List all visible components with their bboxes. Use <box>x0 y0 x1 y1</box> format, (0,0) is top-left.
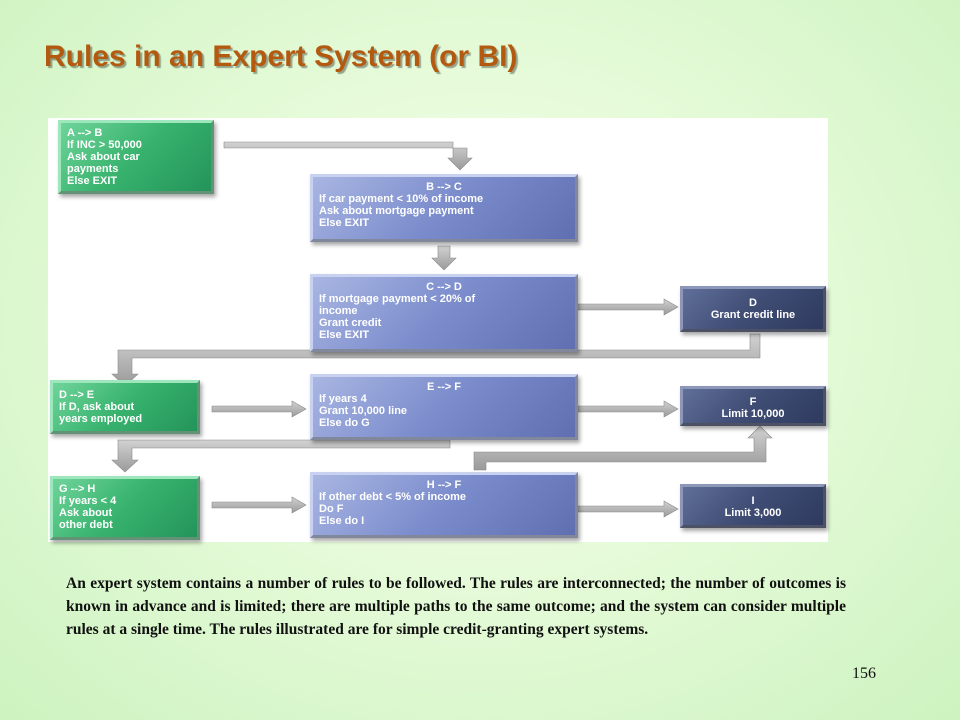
rule-text: E --> F <box>427 381 461 393</box>
rule-text: D --> E <box>59 389 95 401</box>
rule-text: If INC > 50,000 <box>67 139 142 151</box>
rule-text: Else EXIT <box>319 217 370 229</box>
rules-flow-diagram: A --> B If INC > 50,000 Ask about car pa… <box>48 118 828 542</box>
outcome-text: F <box>749 396 757 408</box>
rule-g-to-h-box: G --> H If years < 4 Ask about other deb… <box>50 476 200 540</box>
arrow-hf-to-f <box>473 425 773 471</box>
arrow-b-to-c <box>431 245 457 271</box>
outcome-f-box: F Limit 10,000 <box>680 386 826 426</box>
rule-text: If D, ask about <box>59 401 135 413</box>
arrow-ef-to-f <box>577 400 679 418</box>
rule-d-to-e-box: D --> E If D, ask about years employed <box>50 380 200 434</box>
outcome-text: D <box>749 297 757 309</box>
rule-text: payments <box>67 163 119 175</box>
outcome-i-box: I Limit 3,000 <box>680 484 826 528</box>
arrow-c-to-d <box>577 298 679 316</box>
rule-h-to-f-box: H --> F If other debt < 5% of income Do … <box>310 472 578 538</box>
rule-text: income <box>319 305 358 317</box>
arrow-gh-to-hf <box>211 496 307 514</box>
rule-text: H --> F <box>426 479 462 491</box>
rule-text: Else EXIT <box>67 175 118 187</box>
rule-text: years employed <box>59 413 143 425</box>
rule-e-to-f-box: E --> F If years 4 Grant 10,000 line Els… <box>310 374 578 440</box>
outcome-text: I <box>751 495 755 507</box>
rule-text: Else EXIT <box>319 329 370 341</box>
rule-text: Else do I <box>319 515 365 527</box>
rule-text: If mortgage payment < 20% of <box>319 293 476 305</box>
rule-text: Grant credit <box>319 317 382 329</box>
rule-text: If years 4 <box>319 393 367 405</box>
arrow-a-to-b <box>223 141 473 171</box>
rule-text: Ask about mortgage payment <box>319 205 474 217</box>
outcome-text: Limit 3,000 <box>724 507 782 519</box>
rule-text: G --> H <box>59 483 96 495</box>
rule-text: Else do G <box>319 417 370 429</box>
rule-c-to-d-box: C --> D If mortgage payment < 20% of inc… <box>310 274 578 352</box>
rule-text: Ask about car <box>67 151 140 163</box>
arrow-hf-to-i <box>577 500 679 518</box>
rule-text: If other debt < 5% of income <box>319 491 466 503</box>
rule-text: If car payment < 10% of income <box>319 193 484 205</box>
page-number: 156 <box>852 665 876 682</box>
rule-text: Do F <box>319 503 344 515</box>
rule-a-to-b-box: A --> B If INC > 50,000 Ask about car pa… <box>58 120 214 194</box>
rule-text: Grant 10,000 line <box>319 405 408 417</box>
arrow-de-to-ef <box>211 400 307 418</box>
diagram-caption: An expert system contains a number of ru… <box>66 575 846 638</box>
slide-title: Rules in an Expert System (or BI) <box>44 40 518 73</box>
rule-b-to-c-box: B --> C If car payment < 10% of income A… <box>310 174 578 242</box>
rule-text: A --> B <box>67 127 103 139</box>
rule-text: Ask about <box>59 507 113 519</box>
rule-text: B --> C <box>426 181 462 193</box>
rule-text: C --> D <box>426 281 462 293</box>
outcome-text: Grant credit line <box>710 309 796 321</box>
outcome-text: Limit 10,000 <box>721 408 785 420</box>
rule-text: other debt <box>59 519 113 531</box>
rule-text: If years < 4 <box>59 495 117 507</box>
connector-arrows <box>111 141 773 518</box>
outcome-d-box: D Grant credit line <box>680 286 826 332</box>
arrow-ef-to-gh <box>111 439 451 473</box>
